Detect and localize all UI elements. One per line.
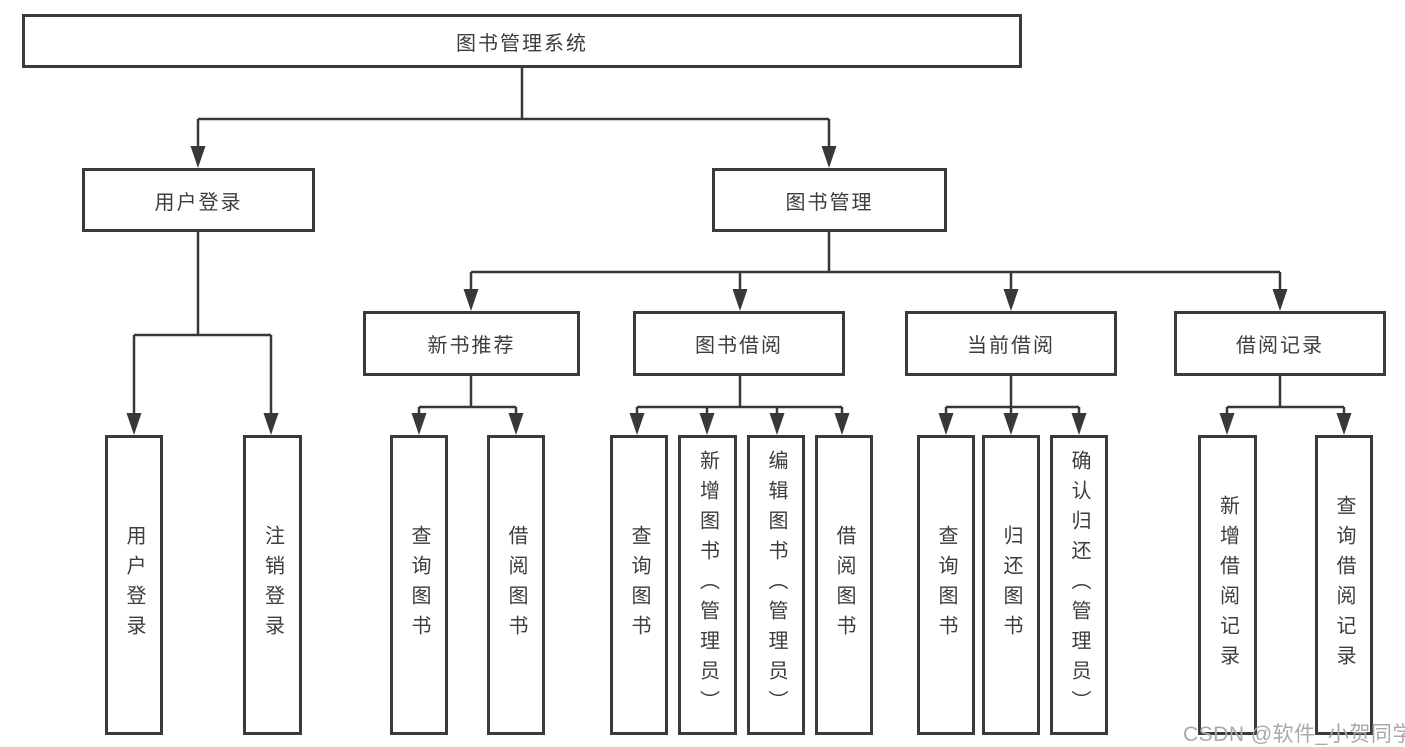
node-label: 新书推荐 <box>427 335 516 357</box>
node-book-management: 图书管理 <box>712 168 947 232</box>
node-root-library-system: 图书管理系统 <box>22 14 1022 68</box>
leaf-add-books-admin: 新增图书（管理员） <box>678 435 737 735</box>
leaf-label: 用户登录 <box>123 525 145 645</box>
edge-bookmgmt-to-level3 <box>469 232 1282 294</box>
edge-userlogin-to-leaves <box>132 232 273 418</box>
leaf-label: 编辑图书（管理员） <box>765 450 787 720</box>
leaf-label: 确认归还（管理员） <box>1068 450 1090 720</box>
edge-records-to-leaves <box>1225 376 1346 418</box>
leaf-add-borrow-record: 新增借阅记录 <box>1198 435 1257 735</box>
node-label: 图书管理 <box>785 191 874 214</box>
node-label: 图书管理系统 <box>456 32 588 55</box>
node-borrow-records: 借阅记录 <box>1174 311 1386 376</box>
leaf-edit-books-admin: 编辑图书（管理员） <box>747 435 805 735</box>
edge-root-to-level2 <box>196 68 831 150</box>
leaf-query-borrow-record: 查询借阅记录 <box>1315 435 1373 735</box>
csdn-watermark: CSDN @软件_小贺同学 <box>1183 723 1405 746</box>
leaf-query-books-1: 查询图书 <box>390 435 448 735</box>
arrowheads <box>126 146 1352 435</box>
node-book-borrow: 图书借阅 <box>633 311 845 376</box>
leaf-user-login: 用户登录 <box>105 435 163 735</box>
leaf-label: 新增借阅记录 <box>1216 495 1239 675</box>
leaf-logout: 注销登录 <box>243 435 302 735</box>
node-label: 图书借阅 <box>695 335 783 357</box>
leaf-return-books: 归还图书 <box>982 435 1040 735</box>
leaf-borrow-books-2: 借阅图书 <box>815 435 873 735</box>
node-current-borrow: 当前借阅 <box>905 311 1117 376</box>
leaf-label: 查询借阅记录 <box>1333 495 1355 675</box>
leaf-query-books-2: 查询图书 <box>610 435 668 735</box>
node-label: 借阅记录 <box>1236 335 1324 357</box>
node-user-login: 用户登录 <box>82 168 315 232</box>
leaf-label: 借阅图书 <box>833 525 855 645</box>
leaf-label: 借阅图书 <box>505 525 527 645</box>
leaf-confirm-return-admin: 确认归还（管理员） <box>1050 435 1108 735</box>
edge-borrow-to-leaves <box>635 376 844 418</box>
edge-current-to-leaves <box>944 376 1081 418</box>
node-label: 用户登录 <box>154 191 243 214</box>
node-new-book-recommend: 新书推荐 <box>363 311 580 376</box>
leaf-label: 注销登录 <box>261 525 284 645</box>
leaf-query-books-3: 查询图书 <box>917 435 975 735</box>
leaf-borrow-books-1: 借阅图书 <box>487 435 545 735</box>
leaf-label: 查询图书 <box>628 525 650 645</box>
leaf-label: 查询图书 <box>408 525 430 645</box>
leaf-label: 新增图书（管理员） <box>696 450 719 720</box>
leaf-label: 查询图书 <box>935 525 957 645</box>
edge-newbooks-to-leaves <box>417 376 518 418</box>
leaf-label: 归还图书 <box>1000 525 1022 645</box>
node-label: 当前借阅 <box>967 335 1055 357</box>
